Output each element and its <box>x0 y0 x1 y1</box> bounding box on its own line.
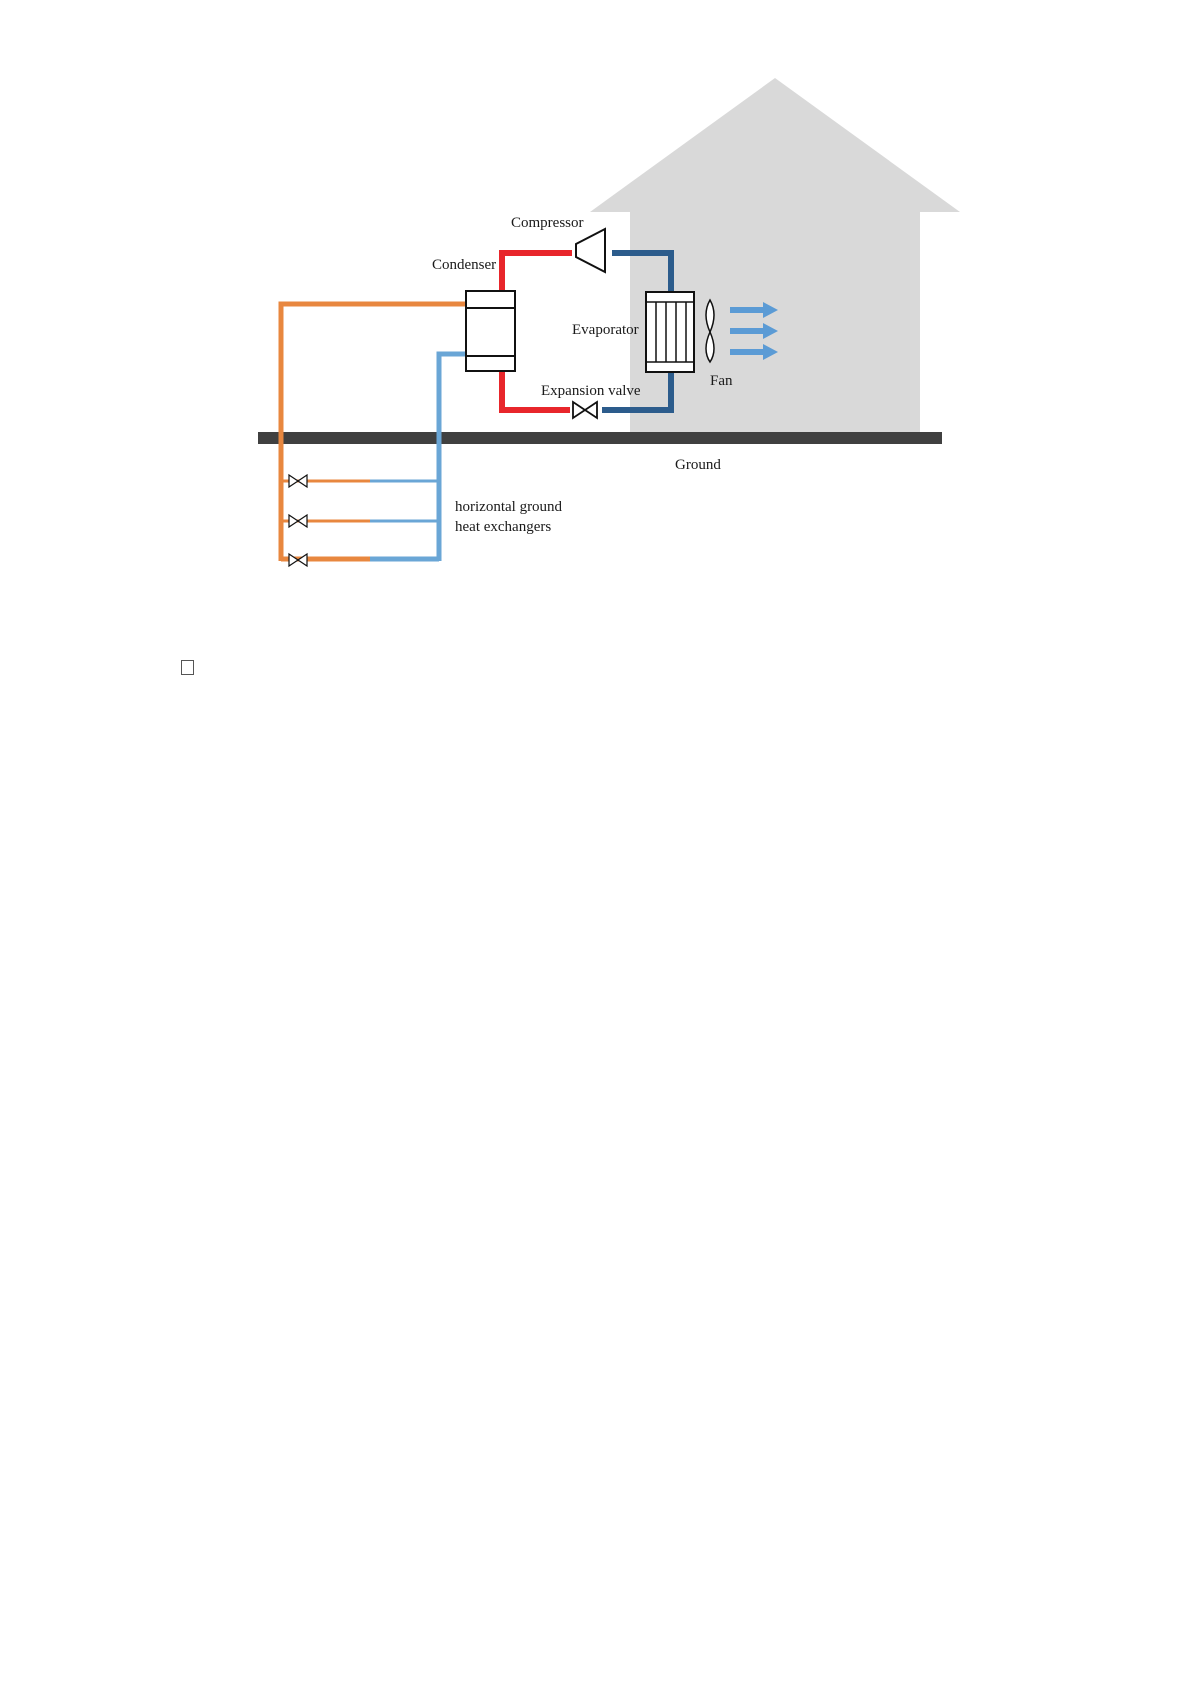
ground-heat-exchanger-label-line1: horizontal ground <box>455 499 563 515</box>
fan-label: Fan <box>710 373 733 389</box>
branch-valve-icon <box>289 554 307 566</box>
ground-line <box>258 432 942 444</box>
condenser-label: Condenser <box>432 257 496 273</box>
heat-pump-diagram: Compressor Condenser Evaporator Fan Expa… <box>0 0 1192 700</box>
expansion-valve-icon <box>573 402 597 418</box>
expansion-valve-label: Expansion valve <box>541 383 641 399</box>
empty-checkbox-glyph <box>181 660 194 675</box>
evaporator-icon <box>646 292 694 372</box>
ground-heat-exchanger-label-line2: heat exchangers <box>455 519 551 535</box>
branch-valve-icon <box>289 515 307 527</box>
evaporator-label: Evaporator <box>572 322 639 338</box>
compressor-icon <box>576 229 605 272</box>
condenser-icon <box>466 291 515 371</box>
ground-label: Ground <box>675 457 721 473</box>
hot-refrigerant-line <box>502 253 572 291</box>
branch-valve-icon <box>289 475 307 487</box>
compressor-label: Compressor <box>511 215 584 231</box>
